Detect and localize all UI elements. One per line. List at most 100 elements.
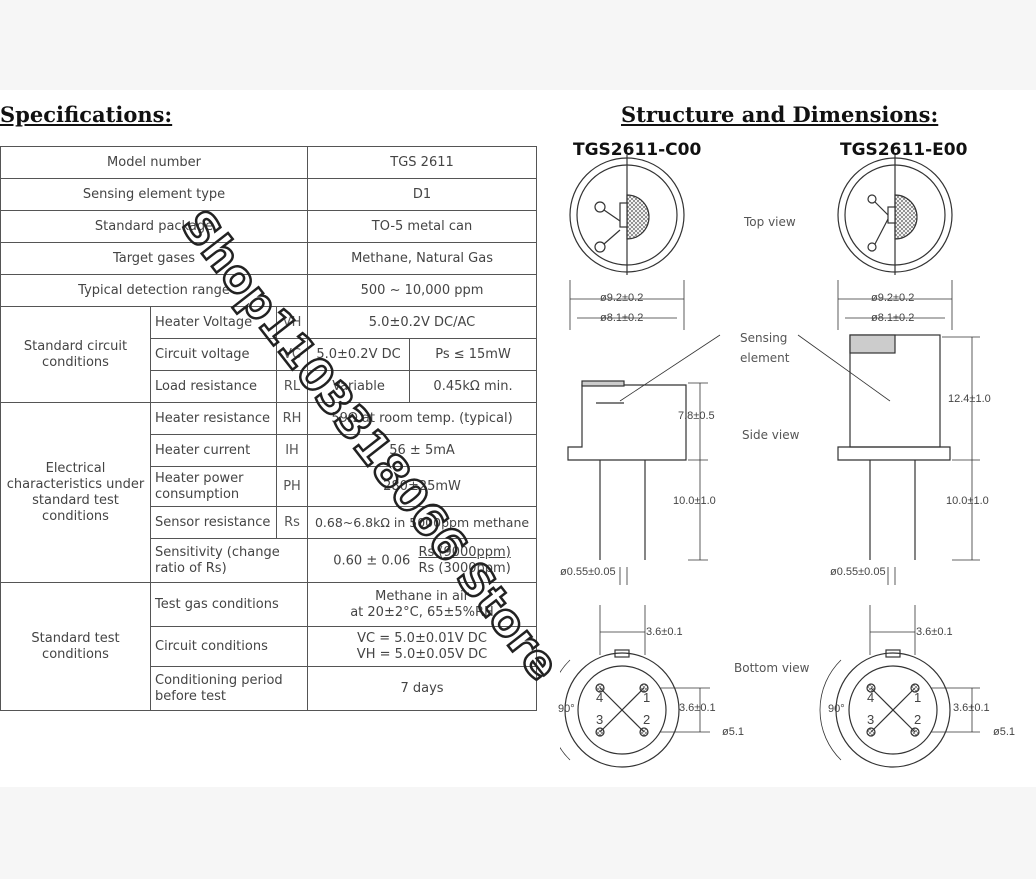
spec-value: Variable — [307, 370, 411, 403]
c00-top-view — [569, 155, 685, 275]
spec-label: Standard package — [0, 210, 309, 243]
test-gas-line2: at 20±2°C, 65±5%RH — [350, 604, 494, 620]
spec-value: 5.0±0.2V DC — [307, 338, 411, 371]
structure-heading: Structure and Dimensions: — [621, 102, 939, 127]
model-c-label: TGS2611-C00 — [573, 140, 702, 160]
dim-outer-e: ø9.2±0.2 — [871, 292, 915, 304]
symbol: VC — [275, 338, 309, 371]
c00-bottom-view — [560, 649, 680, 768]
spec-label: Heater power consumption — [150, 466, 277, 507]
top-view-label: Top view — [744, 215, 796, 229]
e00-bottom-view — [819, 649, 951, 768]
spec-label: Heater resistance — [150, 402, 277, 435]
specifications-table: Model number TGS 2611 Sensing element ty… — [0, 146, 538, 711]
spec-label: Target gases — [0, 242, 309, 275]
symbol: IH — [275, 434, 309, 467]
table-row: Electrical characteristics under standar… — [0, 402, 538, 583]
dim-pin-c: 10.0±1.0 — [673, 495, 716, 507]
bottom-view-label: Bottom view — [734, 661, 810, 675]
dimension-drawing — [560, 155, 980, 768]
group-label: Standard circuit conditions — [0, 306, 151, 403]
circuit-line2: VH = 5.0±0.05V DC — [356, 646, 488, 662]
spec-label: Load resistance — [150, 370, 277, 403]
dim-pin-dia-e: ø0.55±0.05 — [830, 566, 886, 578]
dim-pitch-c: 3.6±0.1 — [646, 626, 683, 638]
sensing-element-label: Sensing element — [740, 331, 790, 365]
table-row: Load resistance RL Variable 0.45kΩ min. — [1, 370, 538, 403]
table-row: Sensor resistance Rs 0.68~6.8kΩ in 5000p… — [1, 506, 538, 539]
spec-value: VC = 5.0±0.01V DC VH = 5.0±0.05V DC — [307, 626, 538, 667]
model-e-label: TGS2611-E00 — [840, 140, 968, 160]
dim-cap-c: 7.8±0.5 — [678, 410, 715, 422]
sensitivity-value: 0.60 ± 0.06 Rs (9000ppm) Rs (3000ppm) — [307, 538, 538, 583]
spec-label: Model number — [0, 146, 309, 179]
spec-label: Sensor resistance — [150, 506, 277, 539]
symbol: Rs — [275, 506, 309, 539]
group-label: Standard test conditions — [0, 582, 151, 711]
spec-value: 0.68~6.8kΩ in 5000ppm methane — [307, 506, 538, 539]
dim-pin-dia-c: ø0.55±0.05 — [560, 566, 616, 578]
pin-4-e: 4 — [867, 690, 875, 705]
table-row: Circuit conditions VC = 5.0±0.01V DC VH … — [1, 626, 538, 667]
e00-top-view — [837, 155, 953, 275]
e00-side-view — [837, 334, 951, 560]
c00-side-view — [567, 380, 687, 560]
spec-label: Typical detection range — [0, 274, 309, 307]
dim-inner-c: ø8.1±0.2 — [600, 312, 644, 324]
spec-value: 59Ω at room temp. (typical) — [307, 402, 538, 435]
symbol: VH — [275, 306, 309, 339]
specifications-heading: Specifications: — [0, 102, 173, 127]
ratio-denominator: Rs (3000ppm) — [418, 560, 511, 576]
spec-value: 7 days — [307, 666, 538, 711]
table-row: Sensitivity (change ratio of Rs) 0.60 ± … — [1, 538, 538, 583]
spec-value-2: 0.45kΩ min. — [409, 370, 538, 403]
spec-label: Circuit voltage — [150, 338, 277, 371]
pin-4-c: 4 — [596, 690, 604, 705]
group-label: Electrical characteristics under standar… — [0, 402, 151, 583]
dim-pitch-e: 3.6±0.1 — [916, 626, 953, 638]
spec-label: Heater Voltage — [150, 306, 277, 339]
spec-value: 500 ~ 10,000 ppm — [307, 274, 538, 307]
spec-value-2: Ps ≤ 15mW — [409, 338, 538, 371]
dim-cap-e: 12.4±1.0 — [948, 393, 991, 405]
table-row: Standard circuit conditions Heater Volta… — [0, 306, 538, 403]
spec-label: Circuit conditions — [149, 626, 309, 667]
pin-1-c: 1 — [643, 690, 651, 705]
spec-value: 56 ± 5mA — [307, 434, 538, 467]
spec-label: Test gas conditions — [149, 582, 309, 627]
dim-pitch-bottom-e: 3.6±0.1 — [953, 702, 990, 714]
sensitivity-ratio: Rs (9000ppm) Rs (3000ppm) — [418, 545, 510, 577]
spec-label: Sensing element type — [0, 178, 309, 211]
spec-value: Methane in air at 20±2°C, 65±5%RH — [307, 582, 538, 627]
spec-label: Sensitivity (change ratio of Rs) — [149, 538, 309, 583]
spec-value: TGS 2611 — [307, 146, 538, 179]
dim-pin-e: 10.0±1.0 — [946, 495, 989, 507]
spec-label: Heater current — [150, 434, 277, 467]
spec-value: 280±25mW — [307, 466, 538, 507]
test-gas-line1: Methane in air — [375, 588, 469, 604]
dim-circle-e: ø5.1 — [993, 726, 1016, 738]
dim-outer-c: ø9.2±0.2 — [600, 292, 644, 304]
ratio-numerator: Rs (9000ppm) — [418, 544, 511, 560]
table-row: Standard test conditions Test gas condit… — [0, 582, 538, 711]
table-row: Typical detection range 500 ~ 10,000 ppm — [0, 274, 538, 307]
table-row: Conditioning period before test 7 days — [1, 666, 538, 711]
dim-inner-e: ø8.1±0.2 — [871, 312, 915, 324]
spec-value: Methane, Natural Gas — [307, 242, 538, 275]
table-row: Circuit voltage VC 5.0±0.2V DC Ps ≤ 15mW — [1, 338, 538, 371]
table-row: Model number TGS 2611 — [0, 146, 538, 179]
dim-pitch-bottom-c: 3.6±0.1 — [679, 702, 716, 714]
angle-e: 90° — [828, 703, 845, 715]
pin-2-e: 2 — [914, 712, 922, 727]
pin-3-e: 3 — [867, 712, 875, 727]
table-row: Target gases Methane, Natural Gas — [0, 242, 538, 275]
pin-3-c: 3 — [596, 712, 604, 727]
spec-value: D1 — [307, 178, 538, 211]
symbol: RL — [275, 370, 309, 403]
symbol: RH — [275, 402, 309, 435]
dim-circle-c: ø5.1 — [722, 726, 745, 738]
table-row: Standard package TO-5 metal can — [0, 210, 538, 243]
symbol: PH — [275, 466, 309, 507]
sensitivity-prefix: 0.60 ± 0.06 — [333, 553, 411, 568]
table-row: Heater current IH 56 ± 5mA — [1, 434, 538, 467]
